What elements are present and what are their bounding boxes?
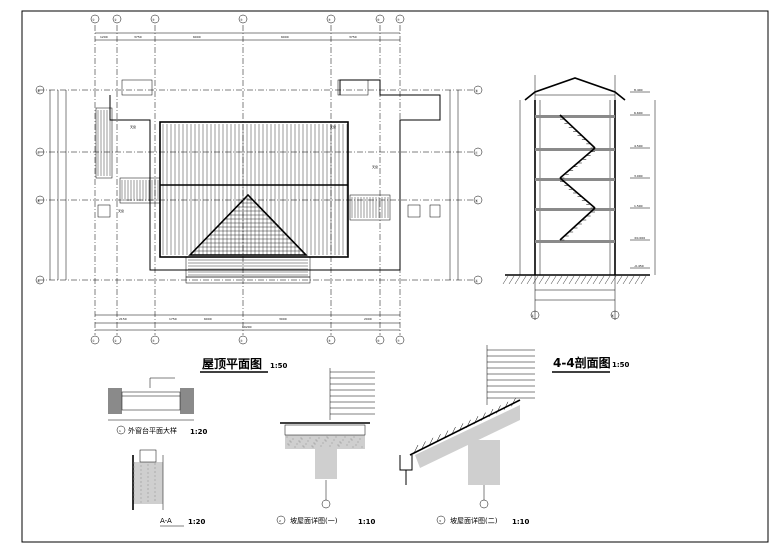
dim-bottom: 2150 — [119, 317, 127, 321]
axis-bubble-top: ① — [92, 18, 95, 22]
axis-bubble-bottom: ⑥ — [377, 339, 380, 343]
dim-top: 6000 — [193, 35, 201, 39]
detail2-scale: 1:10 — [358, 518, 376, 526]
level-mark: 3.000 — [634, 174, 643, 178]
dim-bottom: 2000 — [364, 317, 372, 321]
axis-bubble-right: Ⓑ — [475, 198, 478, 203]
axis-bubble-top: ⑤ — [328, 18, 331, 22]
level-mark: 8.400 — [634, 88, 643, 92]
detail1-num: 1 — [119, 429, 121, 433]
detail-a-a: A-A 1:20 — [132, 449, 206, 527]
level-mark: -0.450 — [634, 264, 644, 268]
detail-slope-roof-2: 3 坡屋面详图(二) 1:10 — [399, 345, 535, 526]
section-axis-a: Ⓐ — [531, 313, 534, 318]
dim-bottom: 3000 — [279, 317, 287, 321]
room-label-2: 天窗 — [330, 124, 336, 129]
roof-plan-title: 屋顶平面图 — [202, 357, 262, 371]
axis-bubble-bottom: ⑤ — [328, 339, 331, 343]
detail2-num: 2 — [279, 519, 281, 523]
axis-bubble-bottom: ③ — [152, 339, 155, 343]
axis-bubble-bottom: ⑦ — [397, 339, 400, 343]
roof-plan-scale: 1:50 — [270, 362, 288, 370]
axis-bubble-right: Ⓒ — [475, 150, 478, 155]
detail-slope-roof-1: 2 坡屋面详图(一) 1:10 — [276, 368, 376, 526]
level-mark: ±0.000 — [634, 236, 645, 240]
axis-bubble-right: Ⓓ — [475, 88, 478, 93]
detailAA-title: A-A — [160, 517, 172, 525]
axis-bubble-top: ④ — [240, 18, 243, 22]
axis-bubble-left: Ⓑ — [37, 198, 40, 203]
plan-overall-dim: 19200 — [242, 325, 252, 329]
room-label-4: 天窗 — [118, 208, 124, 213]
detail3-title: 坡屋面详图(二) — [450, 516, 498, 525]
level-mark: 1.500 — [634, 204, 643, 208]
dim-bottom: 1750 — [169, 317, 177, 321]
room-label-1: 天窗 — [130, 124, 136, 129]
axis-bubble-bottom: ② — [114, 339, 117, 343]
dim-top: 3750 — [134, 35, 142, 39]
axis-bubble-bottom: ④ — [240, 339, 243, 343]
section-title: 4-4剖面图 — [553, 355, 611, 370]
axis-bubble-bottom: ① — [92, 339, 95, 343]
axis-bubble-left: Ⓓ — [37, 88, 40, 93]
detail2-title: 坡屋面详图(一) — [290, 516, 338, 525]
detail3-scale: 1:10 — [512, 518, 530, 526]
axis-bubble-top: ⑥ — [377, 18, 380, 22]
sheet-border — [21, 10, 769, 543]
dim-top: 3750 — [349, 35, 357, 39]
detail-window-sill: 1 外窗台平面大样 1:20 — [108, 377, 208, 436]
section-axis-b: Ⓑ — [611, 313, 614, 318]
level-mark: 4.500 — [634, 144, 643, 148]
axis-bubble-top: ③ — [152, 18, 155, 22]
detail3-num: 3 — [439, 519, 441, 523]
axis-bubble-left: Ⓐ — [37, 278, 40, 283]
room-label-3: 天窗 — [372, 164, 378, 169]
dim-bottom: 6000 — [204, 317, 212, 321]
axis-bubble-left: Ⓒ — [37, 150, 40, 155]
section-scale: 1:50 — [612, 361, 630, 369]
dim-top: 6000 — [281, 35, 289, 39]
axis-bubble-top: ⑦ — [397, 18, 400, 22]
axis-bubble-top: ② — [114, 18, 117, 22]
level-mark: 6.600 — [634, 111, 643, 115]
axis-bubble-right: Ⓐ — [475, 278, 478, 283]
detail1-scale: 1:20 — [190, 428, 208, 436]
detail1-title: 外窗台平面大样 — [128, 426, 177, 435]
roof-plan: ① ② ③ ④ ⑤ ⑥ ⑦ ① ② ③ ④ ⑤ ⑥ ⑦ Ⓓ Ⓒ Ⓑ Ⓐ Ⓓ Ⓒ Ⓑ Ⓐ 1200 3750 6000 60… — [35, 14, 483, 373]
detailAA-scale: 1:20 — [188, 518, 206, 526]
dim-top: 1200 — [100, 35, 108, 39]
